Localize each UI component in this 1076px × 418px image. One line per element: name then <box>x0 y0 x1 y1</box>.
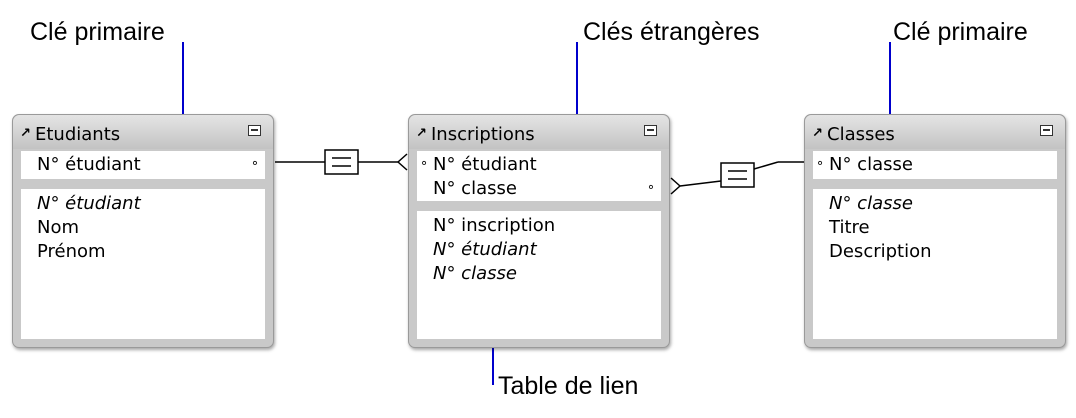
field-item[interactable]: Description <box>829 241 932 262</box>
key-area: ∘ N° classe <box>813 151 1057 179</box>
field-item[interactable]: N° classe <box>829 193 913 214</box>
key-field[interactable]: N° étudiant <box>37 154 141 175</box>
field-item[interactable]: N° étudiant <box>433 239 537 260</box>
table-header[interactable]: ↗ Classes <box>805 115 1065 149</box>
table-title: Classes <box>827 124 895 145</box>
field-list: N° inscription N° étudiant N° classe <box>417 211 661 339</box>
key-marker-icon: ∘ <box>420 156 429 171</box>
key-field[interactable]: N° étudiant <box>433 154 537 175</box>
collapse-icon[interactable] <box>1040 125 1053 136</box>
field-item[interactable]: Titre <box>829 217 870 238</box>
key-marker-icon: ∘ <box>646 180 655 195</box>
key-marker-icon: ∘ <box>250 156 259 171</box>
relation-operator-box-2 <box>720 162 755 188</box>
collapse-icon[interactable] <box>248 125 261 136</box>
table-classes[interactable]: ↗ Classes ∘ N° classe N° classe Titre De… <box>804 114 1066 348</box>
field-item[interactable]: N° classe <box>433 263 517 284</box>
key-marker-icon: ∘ <box>816 156 825 171</box>
key-field[interactable]: N° classe <box>829 154 913 175</box>
field-item[interactable]: Nom <box>37 217 80 238</box>
field-item[interactable]: N° inscription <box>433 215 556 236</box>
crowfoot-2b <box>670 185 681 195</box>
relation-line-classes-b <box>753 161 779 170</box>
relation-operator-box-1 <box>324 149 359 175</box>
table-inscriptions[interactable]: ↗ Inscriptions ∘ N° étudiant N° classe ∘… <box>408 114 670 348</box>
label-primary-key-right: Clé primaire <box>893 18 1028 46</box>
label-foreign-keys: Clés étrangères <box>583 18 760 46</box>
table-header[interactable]: ↗ Inscriptions <box>409 115 669 149</box>
relation-line-classes-a <box>679 180 722 187</box>
field-item[interactable]: Prénom <box>37 241 106 262</box>
field-item[interactable]: N° étudiant <box>37 193 141 214</box>
key-area: ∘ N° étudiant N° classe ∘ <box>417 151 661 201</box>
crowfoot-1a <box>397 153 408 163</box>
arrow-icon[interactable]: ↗ <box>812 126 823 141</box>
crowfoot-2a <box>670 177 681 187</box>
key-field[interactable]: N° classe <box>433 178 517 199</box>
label-primary-key-left: Clé primaire <box>30 18 165 46</box>
table-etudiants[interactable]: ↗ Etudiants N° étudiant ∘ N° étudiant No… <box>12 114 274 348</box>
field-list: N° étudiant Nom Prénom <box>21 189 265 339</box>
key-area: N° étudiant ∘ <box>21 151 265 179</box>
table-header[interactable]: ↗ Etudiants <box>13 115 273 149</box>
table-title: Etudiants <box>35 124 121 145</box>
arrow-icon[interactable]: ↗ <box>20 126 31 141</box>
crowfoot-1b <box>397 161 408 171</box>
label-link-table: Table de lien <box>498 372 639 400</box>
field-list: N° classe Titre Description <box>813 189 1057 339</box>
table-title: Inscriptions <box>431 124 535 145</box>
arrow-icon[interactable]: ↗ <box>416 126 427 141</box>
collapse-icon[interactable] <box>644 125 657 136</box>
